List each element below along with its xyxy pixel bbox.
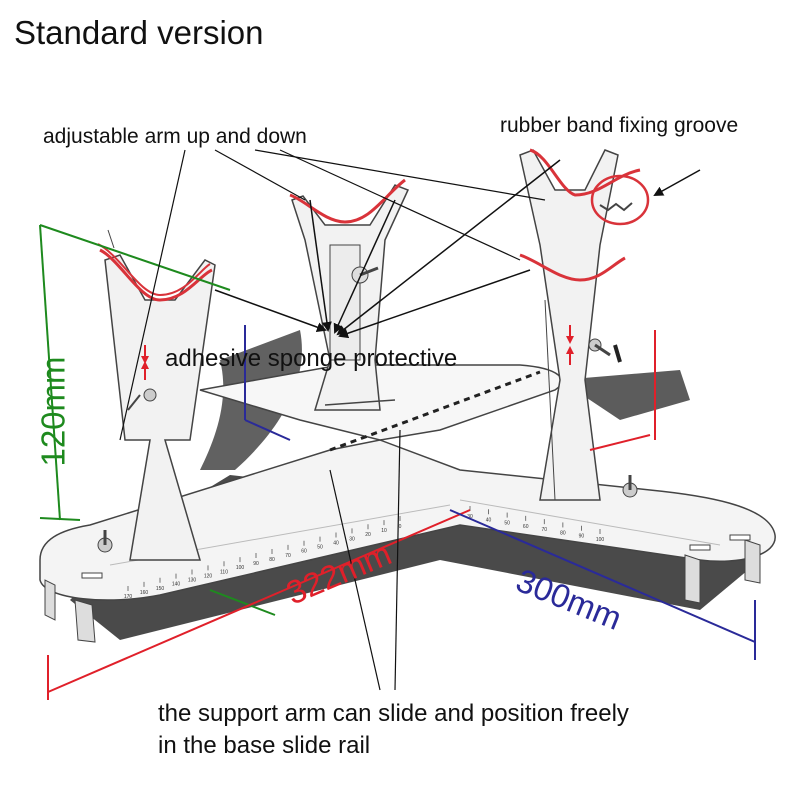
ruler-number: 90 [579, 534, 585, 540]
ruler-number: 60 [523, 524, 529, 530]
ruler-number: 60 [301, 549, 307, 555]
ruler-number: 150 [156, 586, 165, 592]
ruler-number: 100 [236, 565, 245, 571]
ruler-number: 20 [365, 532, 371, 538]
ruler-number: 30 [349, 536, 355, 542]
ruler-number: 0 [399, 524, 402, 530]
base-plate [39, 364, 776, 643]
ruler-number: 110 [220, 569, 228, 575]
ruler-number: 140 [172, 582, 181, 588]
groove-highlight-circle [590, 174, 650, 226]
label-rubber-band-groove: rubber band fixing groove [500, 114, 739, 137]
ruler-number: 130 [188, 578, 197, 584]
leader-lines [119, 149, 701, 691]
dimension-lines [39, 224, 756, 700]
page-title: Standard version [14, 14, 264, 51]
ruler-number: 100 [596, 537, 605, 543]
dimension-height: 120mm [34, 356, 72, 467]
ruler-number: 120 [204, 573, 213, 579]
ruler-number: 170 [124, 594, 133, 600]
ruler-number: 30 [467, 514, 473, 520]
label-arm-up-down: adjustable arm up and down [43, 125, 307, 148]
ruler-number: 160 [140, 590, 149, 596]
ruler-number: 50 [317, 545, 323, 551]
ruler-number: 80 [560, 530, 566, 536]
label-adhesive-sponge: adhesive sponge protective [165, 345, 458, 372]
ruler-number: 70 [285, 553, 291, 559]
ruler-number: 80 [269, 557, 275, 563]
ruler-number: 90 [253, 561, 259, 567]
ruler-number: 50 [504, 521, 510, 527]
label-slide-line-1: the support arm can slide and position f… [158, 700, 629, 727]
label-slide-line-2: in the base slide rail [158, 732, 371, 759]
ruler-scale: 1701601501401301201101009080706050403020… [124, 516, 402, 600]
ruler-number: 10 [381, 528, 387, 534]
right-support-arms [519, 148, 650, 501]
ruler-number: 40 [486, 517, 492, 523]
ruler-number: 40 [333, 540, 339, 546]
ruler-number: 70 [542, 527, 548, 533]
